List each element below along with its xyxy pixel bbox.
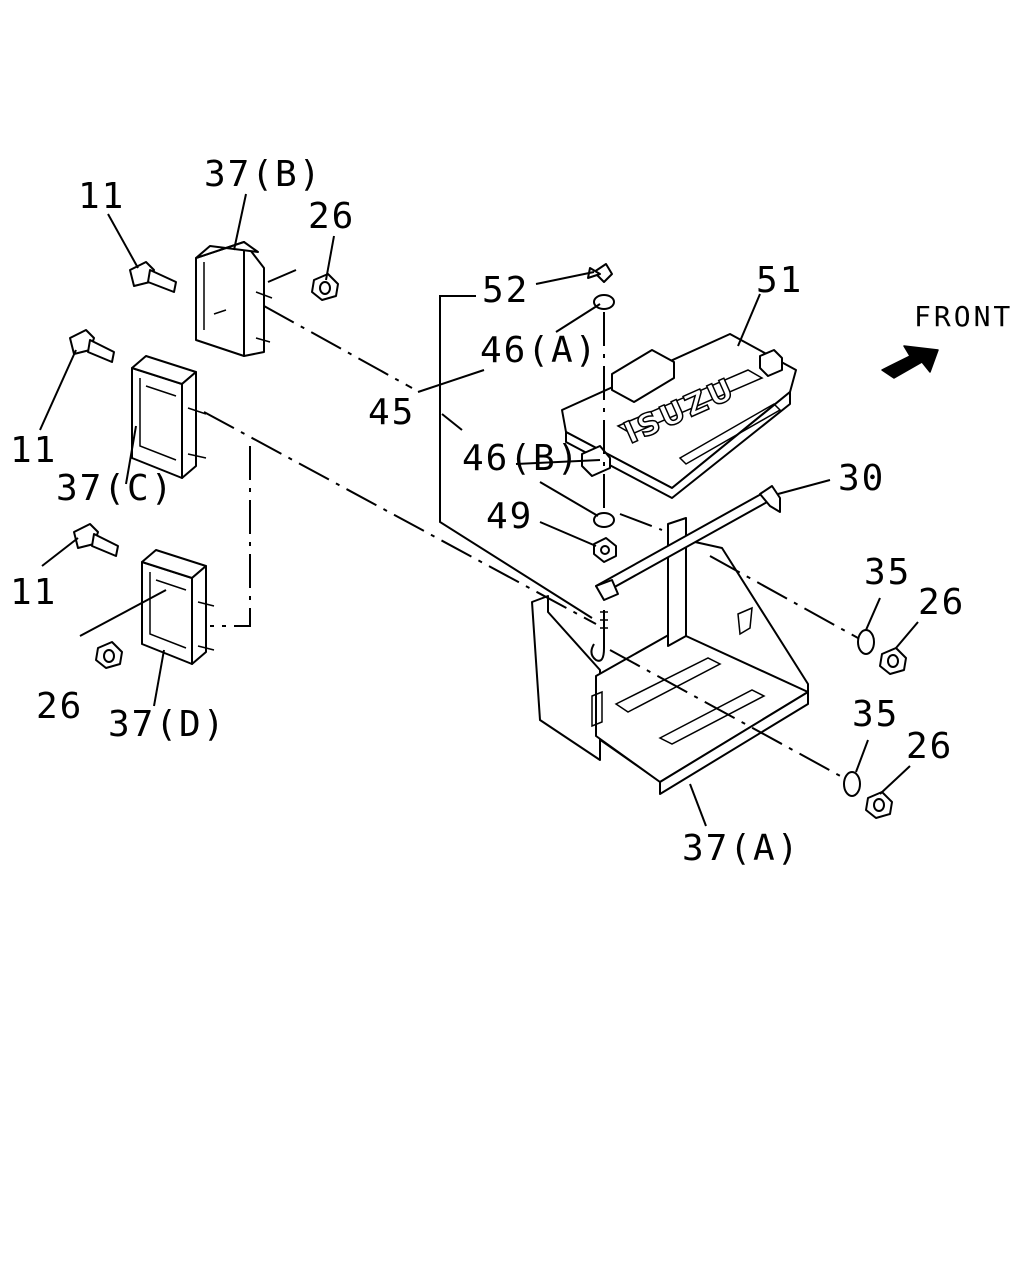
bolt-11-low [73,523,119,557]
bracket-37d [141,549,215,665]
nut-26-upper [879,647,907,675]
washer-46b [593,512,615,528]
label-51: 51 [756,260,803,301]
label-26-top: 26 [308,196,355,237]
label-26-low: 26 [36,686,83,727]
label-26-upper: 26 [918,582,965,623]
label-11-mid: 11 [10,430,57,471]
label-45: 45 [368,392,415,433]
label-37d: 37(D) [108,704,226,745]
label-46b: 46(B) [462,438,580,479]
label-37c: 37(C) [56,468,174,509]
nut-26-low [95,641,123,669]
nut-26-lower [865,791,893,819]
washer-35-upper [857,629,875,655]
nut-26-top [311,273,339,301]
label-35-lower: 35 [852,694,899,735]
group-bracket-45 [417,295,593,619]
nut-49 [593,537,617,563]
holddown-bar-30 [595,485,781,601]
label-49: 49 [486,496,533,537]
bracket-37b [195,241,273,357]
leader-lines [39,193,919,827]
label-46a: 46(A) [480,330,598,371]
assembly-lines [79,269,859,779]
front-label: FRONT [914,300,1013,333]
label-30: 30 [838,458,885,499]
j-bolt [590,610,608,662]
label-52: 52 [482,270,529,311]
label-11-top: 11 [78,176,125,217]
battery-cover-51: ISUZU [561,333,797,499]
label-37b: 37(B) [204,154,322,195]
bolt-11-top [129,261,177,293]
label-11-low: 11 [10,572,57,613]
bracket-37c [131,355,207,479]
washer-35-lower [843,771,861,797]
bolt-11-mid [69,329,115,363]
label-37a: 37(A) [682,828,800,869]
front-arrow-icon [881,345,939,379]
battery-tray-37a [531,517,809,795]
label-35-upper: 35 [864,552,911,593]
label-26-lower: 26 [906,726,953,767]
